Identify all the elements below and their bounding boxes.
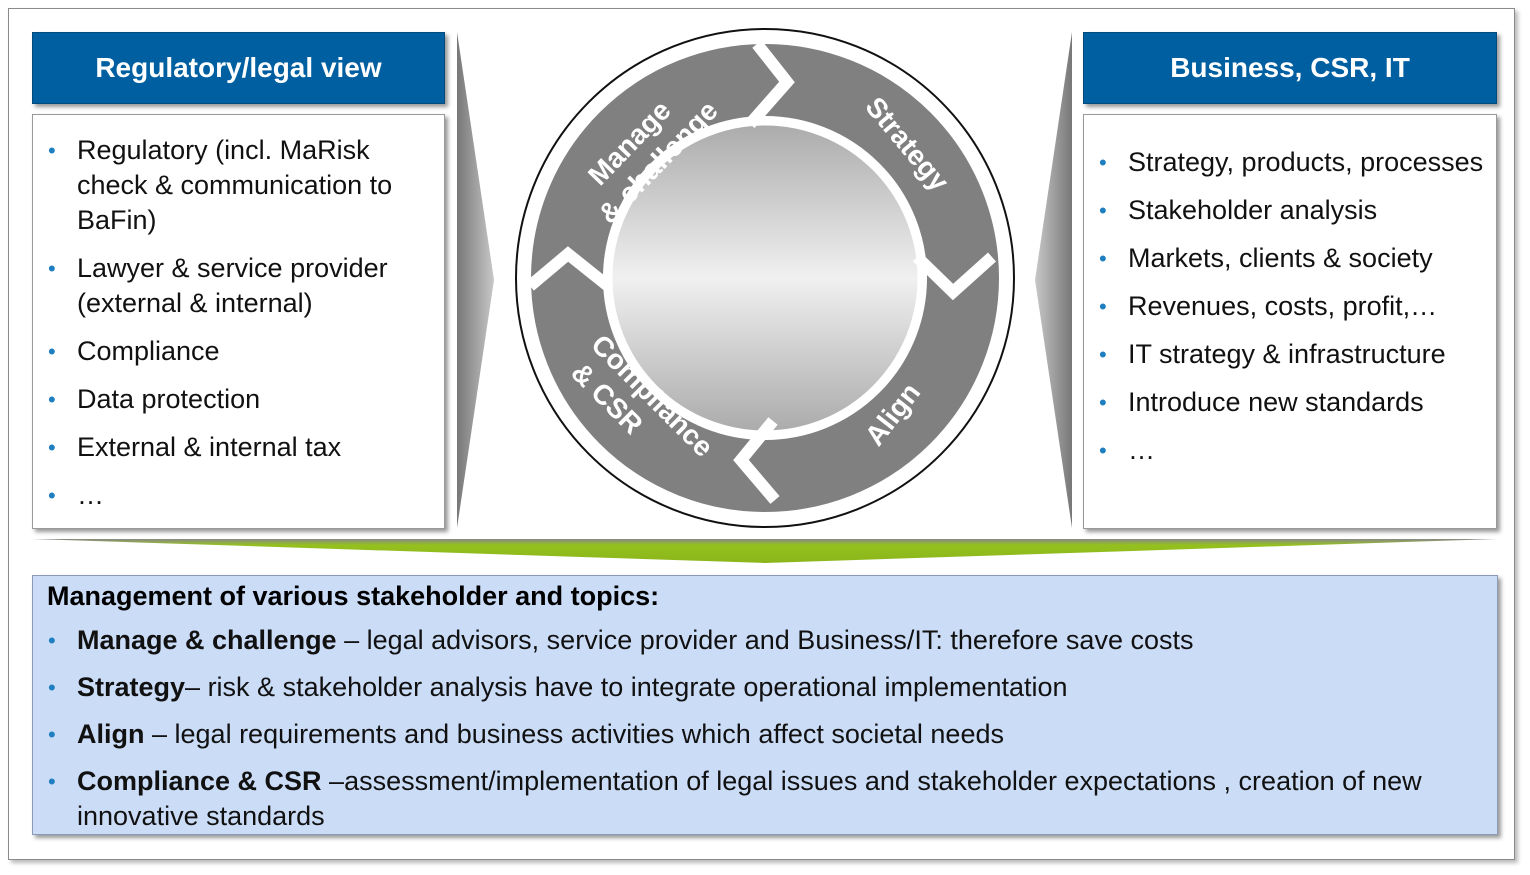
left-arrow-shape bbox=[457, 32, 494, 528]
list-item: IT strategy & infrastructure bbox=[1084, 337, 1486, 372]
chevron-right bbox=[912, 252, 997, 301]
item-term: Strategy bbox=[77, 672, 186, 702]
list-item: Compliance bbox=[33, 334, 424, 369]
chevron-left bbox=[526, 246, 612, 291]
list-item: Lawyer & service provider (external & in… bbox=[33, 251, 424, 321]
item-text: –assessment/implementation of legal issu… bbox=[77, 766, 1422, 831]
bottom-list-item: Strategy– risk & stakeholder analysis ha… bbox=[33, 670, 1497, 705]
item-term: Compliance & CSR bbox=[77, 766, 322, 796]
list-item: Revenues, costs, profit,… bbox=[1084, 289, 1486, 324]
list-item: Stakeholder analysis bbox=[1084, 193, 1486, 228]
chevron-bottom bbox=[733, 417, 780, 504]
bottom-list-item: Manage & challenge – legal advisors, ser… bbox=[33, 623, 1497, 658]
list-item: External & internal tax bbox=[33, 430, 424, 465]
list-item: Data protection bbox=[33, 382, 424, 417]
item-text: – risk & stakeholder analysis have to in… bbox=[185, 672, 1068, 702]
down-arrow-green bbox=[32, 539, 1497, 563]
bottom-list-item: Compliance & CSR –assessment/implementat… bbox=[33, 764, 1497, 834]
bottom-list-item: Align – legal requirements and business … bbox=[33, 717, 1497, 752]
frame bbox=[8, 8, 1515, 860]
list-item: Markets, clients & society bbox=[1084, 241, 1486, 276]
chevron-top bbox=[745, 40, 795, 128]
bottom-panel-title: Management of various stakeholder and to… bbox=[47, 581, 660, 611]
bottom-panel: Management of various stakeholder and to… bbox=[32, 575, 1498, 835]
left-panel-title: Regulatory/legal view bbox=[32, 32, 445, 104]
list-item: Introduce new standards bbox=[1084, 385, 1486, 420]
list-item: … bbox=[33, 478, 424, 513]
list-item: Strategy, products, processes bbox=[1084, 145, 1486, 180]
item-text: – legal advisors, service provider and B… bbox=[336, 625, 1194, 655]
right-panel: Strategy, products, processesStakeholder… bbox=[1083, 114, 1497, 529]
item-term: Align bbox=[77, 719, 145, 749]
list-item: Regulatory (incl. MaRisk check & communi… bbox=[33, 133, 424, 238]
right-panel-title: Business, CSR, IT bbox=[1083, 32, 1497, 104]
list-item: … bbox=[1084, 433, 1486, 468]
right-arrow-shape bbox=[1035, 32, 1072, 528]
item-term: Manage & challenge bbox=[77, 625, 337, 655]
left-panel: Regulatory (incl. MaRisk check & communi… bbox=[32, 114, 445, 529]
item-text: – legal requirements and business activi… bbox=[144, 719, 1004, 749]
